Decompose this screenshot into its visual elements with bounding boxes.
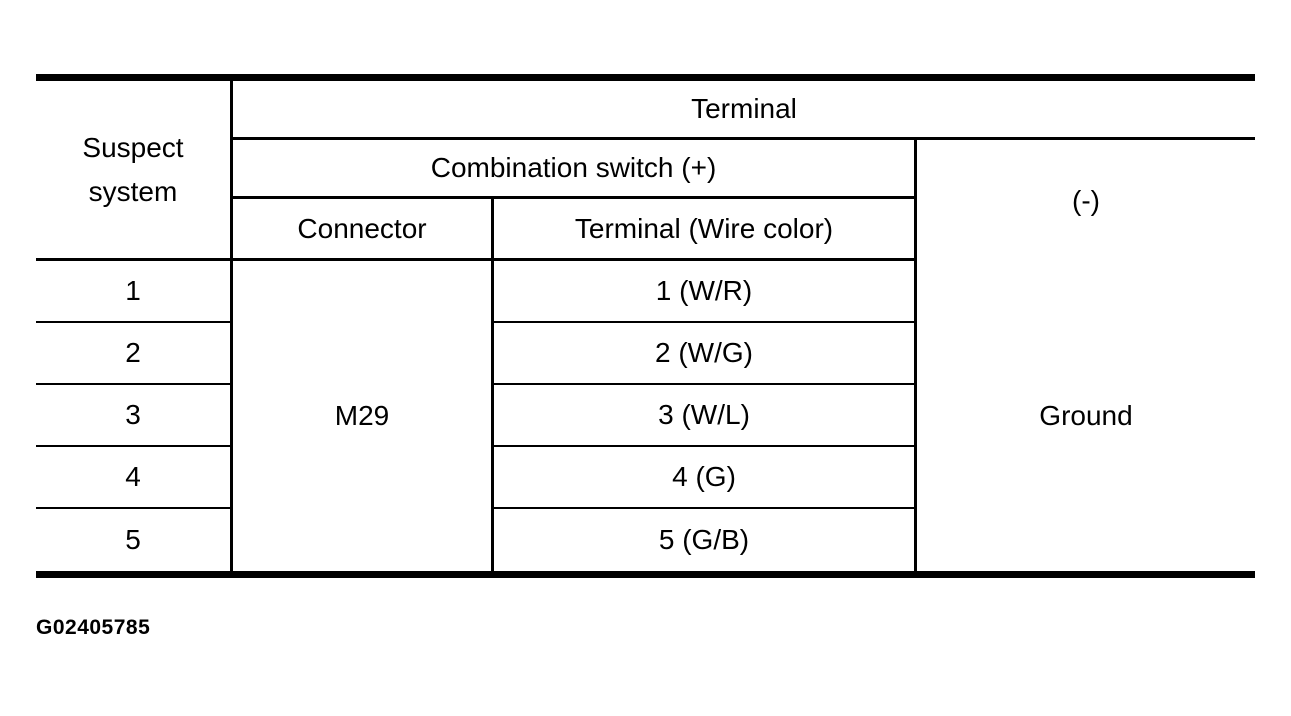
connector-value-cell: M29 <box>233 261 494 571</box>
terminal-wire-cell: 3 (W/L) <box>494 385 917 447</box>
header-combination-switch: Combination switch (+) <box>233 140 917 199</box>
terminal-wire-cell: 4 (G) <box>494 447 917 509</box>
terminal-wire-cell: 2 (W/G) <box>494 323 917 385</box>
header-connector: Connector <box>233 199 494 261</box>
ground-value-cell: Ground <box>1039 400 1133 432</box>
header-terminal: Terminal <box>233 81 1256 140</box>
suspect-system-cell: 2 <box>36 323 233 385</box>
suspect-system-cell: 5 <box>36 509 233 571</box>
header-suspect-system: Suspect system <box>36 81 233 261</box>
table-row: 2 2 (W/G) <box>36 323 1255 385</box>
header-minus: (-) <box>1072 184 1100 216</box>
table-row: 5 5 (G/B) <box>36 509 1255 571</box>
figure-id: G02405785 <box>36 616 151 639</box>
suspect-system-cell: 1 <box>36 261 233 323</box>
header-terminal-wire-color: Terminal (Wire color) <box>494 199 917 261</box>
suspect-system-cell: 4 <box>36 447 233 509</box>
terminal-diagnosis-table: Suspect system Terminal Combination swit… <box>36 74 1256 578</box>
terminal-wire-cell: 1 (W/R) <box>494 261 917 323</box>
suspect-system-cell: 3 <box>36 385 233 447</box>
table-row: 3 3 (W/L) <box>36 385 1255 447</box>
table-row: 4 4 (G) <box>36 447 1255 509</box>
table-row: 1 M29 1 (W/R) Ground <box>36 261 1255 571</box>
terminal-wire-cell: 5 (G/B) <box>494 509 917 571</box>
